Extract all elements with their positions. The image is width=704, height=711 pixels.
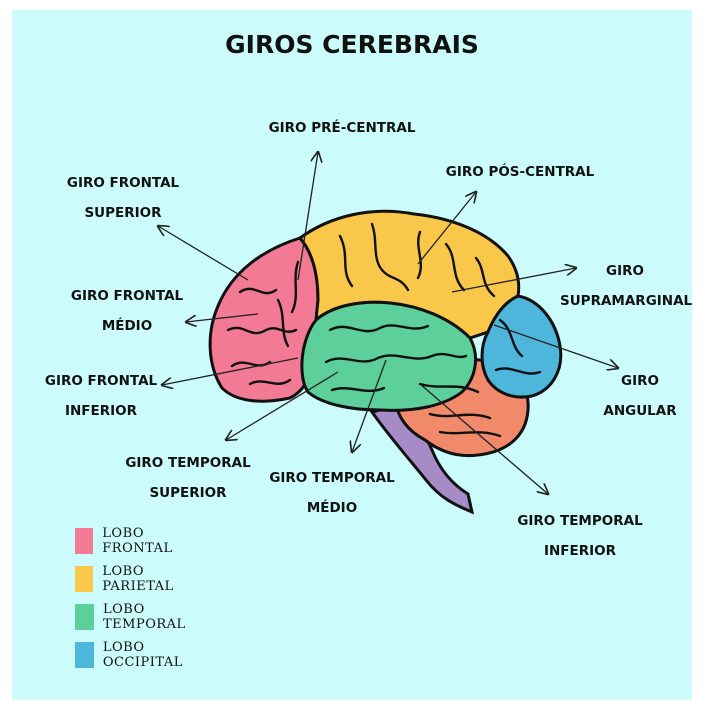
label-giro-temporal-inferior: GIRO TEMPORAL INFERIOR bbox=[517, 513, 643, 559]
legend-label: LOBO OCCIPITAL bbox=[102, 640, 183, 670]
label-giro-supramarginal: GIRO SUPRAMARGINAL bbox=[560, 263, 693, 309]
legend-swatch bbox=[75, 528, 94, 554]
legend-label: LOBO TEMPORAL bbox=[102, 602, 186, 632]
legend-swatch bbox=[75, 566, 94, 592]
label-giro-temporal-superior: GIRO TEMPORAL SUPERIOR bbox=[125, 455, 251, 501]
label-giro-angular: GIRO ANGULAR bbox=[603, 373, 677, 419]
legend-swatch bbox=[75, 642, 94, 668]
diagram-title: GIROS CEREBRAIS bbox=[225, 30, 479, 59]
legend-item-parietal: LOBO PARIETAL bbox=[75, 564, 182, 594]
label-giro-frontal-inferior: GIRO FRONTAL INFERIOR bbox=[44, 373, 158, 419]
label-giro-pre-central: GIRO PRÉ-CENTRAL bbox=[268, 120, 416, 136]
legend-label: LOBO FRONTAL bbox=[102, 526, 173, 556]
legend-label: LOBO PARIETAL bbox=[102, 564, 174, 594]
label-giro-temporal-medio: GIRO TEMPORAL MÉDIO bbox=[269, 470, 395, 516]
pointer-lines bbox=[158, 152, 618, 494]
label-giro-frontal-superior: GIRO FRONTAL SUPERIOR bbox=[66, 175, 180, 221]
legend-item-occipital: LOBO OCCIPITAL bbox=[75, 640, 191, 670]
gyri-lines bbox=[226, 222, 542, 438]
legend-swatch bbox=[75, 604, 94, 630]
label-giro-pos-central: GIRO PÓS-CENTRAL bbox=[445, 164, 595, 180]
legend-item-frontal: LOBO FRONTAL bbox=[75, 526, 181, 556]
label-giro-frontal-medio: GIRO FRONTAL MÉDIO bbox=[70, 288, 184, 334]
legend-item-temporal: LOBO TEMPORAL bbox=[75, 602, 194, 632]
